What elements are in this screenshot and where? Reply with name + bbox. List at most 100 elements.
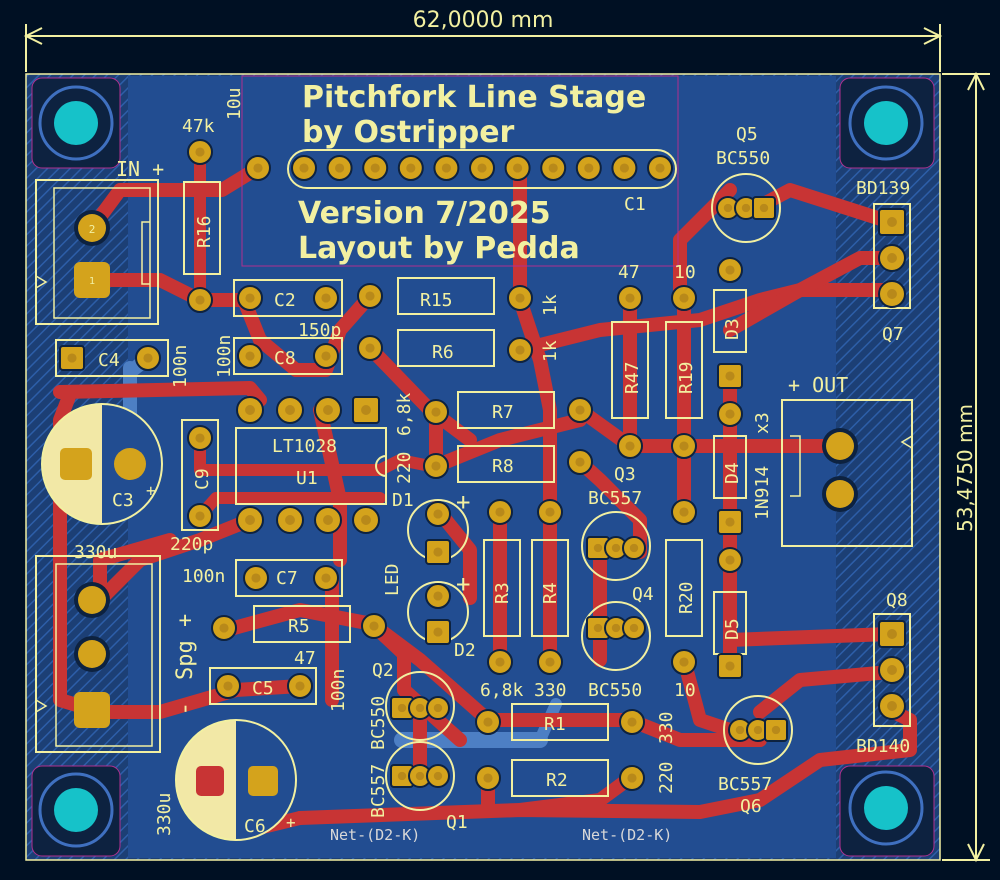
pad-drill <box>741 203 751 213</box>
pad-drill <box>679 507 689 517</box>
label-q6: Q6 <box>740 796 762 817</box>
label-spg: Spg + <box>173 614 198 680</box>
pad-drill <box>143 353 153 363</box>
pad-drill <box>67 353 77 363</box>
width-dimension: 62,0000 mm <box>23 8 943 72</box>
label-r7-value: 6,8k <box>394 392 415 436</box>
label-c2-value: 150p <box>298 320 341 341</box>
pad-drill <box>495 507 505 517</box>
c3-footprint <box>41 403 163 525</box>
pad-drill <box>611 543 621 553</box>
label-diode-count: x3 <box>752 412 773 434</box>
label-c6: C6 <box>244 816 266 837</box>
label-q5-part: BC550 <box>716 148 770 169</box>
pad-drill <box>887 253 897 263</box>
pad-drill <box>195 511 205 521</box>
label-r19: R19 <box>676 361 697 394</box>
resistor-bodies <box>183 181 747 797</box>
pad-drill <box>771 725 781 735</box>
label-r6-value: 1k <box>540 340 561 362</box>
label-out: + OUT <box>788 373 848 397</box>
label-r16: R16 <box>194 215 215 248</box>
label-d1-plus: + <box>456 488 470 516</box>
pad-drill <box>679 441 689 451</box>
label-q8-part: BD140 <box>856 736 910 757</box>
connector-spg <box>35 555 161 753</box>
pad-drill <box>887 217 897 227</box>
label-c7-value: 100n <box>182 566 225 587</box>
pad-drill <box>433 627 443 637</box>
svg-text:1: 1 <box>89 276 95 287</box>
label-q7-part: BD139 <box>856 178 910 199</box>
pad-drill <box>223 681 233 691</box>
silkscreen-labels: IN + + OUT Spg + - 47k R16 10u C1 C2 150… <box>74 87 910 844</box>
pad-drill <box>629 543 639 553</box>
label-in: IN + <box>116 157 164 181</box>
pad-drill <box>725 371 735 381</box>
net-label-left: Net-(D2-K) <box>330 826 420 844</box>
label-d3: D3 <box>722 318 743 340</box>
label-c3: C3 <box>112 490 134 511</box>
label-r1: R1 <box>544 714 566 735</box>
pads <box>59 139 906 791</box>
label-r15-value: 1k <box>540 294 561 316</box>
label-q7: Q7 <box>882 324 904 345</box>
height-dimension: 53,4750 mm <box>942 71 990 863</box>
pad-drill <box>584 163 594 173</box>
pad-drill <box>415 771 425 781</box>
pad-drill <box>323 405 333 415</box>
pad-drill <box>655 163 665 173</box>
label-c8: C8 <box>274 348 296 369</box>
pad-drill <box>285 405 295 415</box>
pad-drill <box>251 573 261 583</box>
pad-drill <box>295 681 305 691</box>
pad-drill <box>361 405 371 415</box>
pad-drill <box>406 163 416 173</box>
label-c8-value: 100n <box>214 335 235 378</box>
pad-drill <box>431 461 441 471</box>
pad-drill <box>723 203 733 213</box>
label-c4-value: 100n <box>170 345 191 388</box>
label-c6-value: 330u <box>154 793 175 836</box>
pad-drill <box>887 701 897 711</box>
label-r19-value: 10 <box>674 262 696 283</box>
height-dimension-label: 53,4750 mm <box>953 404 977 532</box>
pad-drill <box>887 629 897 639</box>
label-r2: R2 <box>546 770 568 791</box>
pad-drill <box>433 591 443 601</box>
pad-drill <box>725 265 735 275</box>
label-c3-plus: + <box>146 481 156 500</box>
label-r20-value: 10 <box>674 680 696 701</box>
pad-drill <box>370 163 380 173</box>
label-r47: R47 <box>622 361 643 394</box>
pad-drill <box>513 163 523 173</box>
label-r6: R6 <box>432 342 454 363</box>
pad-drill <box>629 623 639 633</box>
pad-drill <box>725 661 735 671</box>
label-r5-value: 47 <box>294 648 316 669</box>
pad-drill <box>759 203 769 213</box>
pad-drill <box>575 405 585 415</box>
pad-drill <box>887 289 897 299</box>
label-q5: Q5 <box>736 124 758 145</box>
label-r1-value: 330 <box>656 711 677 744</box>
label-spg-minus: - <box>170 702 198 716</box>
label-q2: Q2 <box>372 660 394 681</box>
label-c4: C4 <box>98 350 120 371</box>
label-q1-part: BC557 <box>368 764 389 818</box>
pad-drill <box>515 293 525 303</box>
label-d2-plus: + <box>456 570 470 598</box>
label-c7: C7 <box>276 568 298 589</box>
label-r2-value: 220 <box>656 761 677 794</box>
pad-drill <box>477 163 487 173</box>
label-c1: C1 <box>624 194 646 215</box>
title-line-2: by Ostripper <box>302 115 515 150</box>
pad-drill <box>323 515 333 525</box>
pad-drill <box>495 657 505 667</box>
pad-drill <box>365 343 375 353</box>
pad-drill <box>321 573 331 583</box>
label-q6-part: BC557 <box>718 774 772 795</box>
label-r16-value: 47k <box>182 116 215 137</box>
label-c5-value: 100n <box>328 669 349 712</box>
